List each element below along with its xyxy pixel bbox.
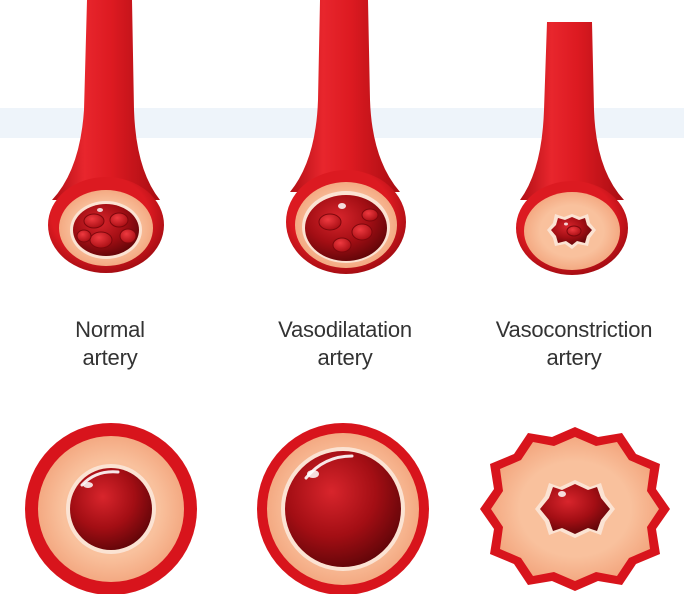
normal-artery-label: Normal artery: [10, 316, 210, 372]
vasodilatation-artery-cross-section: [257, 423, 429, 594]
vasoconstriction-artery-tube: [516, 22, 628, 275]
vasodilatation-artery-label-line2: artery: [245, 344, 445, 372]
vasoconstriction-artery-cross-section: [480, 427, 670, 591]
vasoconstriction-artery-label-line2: artery: [474, 344, 674, 372]
normal-artery-label-line2: artery: [10, 344, 210, 372]
normal-artery-label-line1: Normal: [10, 316, 210, 344]
normal-artery-cross-section: [25, 423, 197, 594]
vasodilatation-artery-label-line1: Vasodilatation: [245, 316, 445, 344]
vasodilatation-artery-label: Vasodilatation artery: [245, 316, 445, 372]
vasoconstriction-artery-label: Vasoconstriction artery: [474, 316, 674, 372]
vasoconstriction-artery-label-line1: Vasoconstriction: [474, 316, 674, 344]
